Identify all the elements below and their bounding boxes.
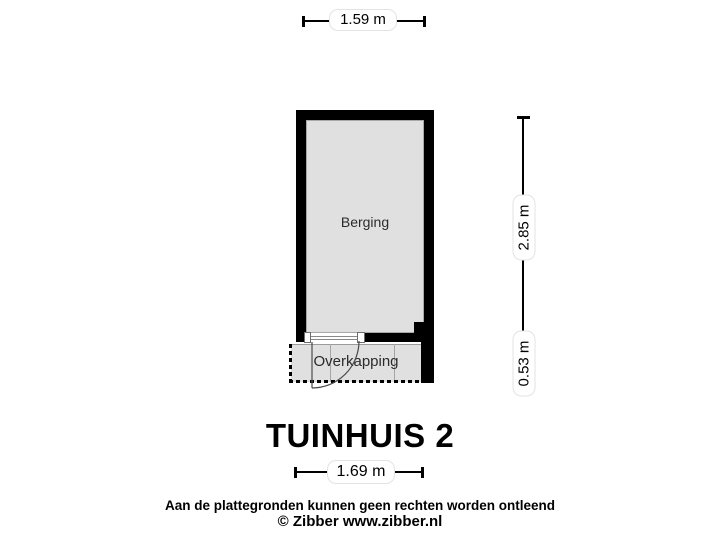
- canopy-label: Overkapping: [313, 353, 399, 370]
- door-opening: [311, 333, 357, 342]
- door-threshold-line-2: [311, 339, 357, 340]
- dimension-bottom-label: 1.69 m: [327, 460, 395, 484]
- canopy-panel-line-2: [394, 344, 395, 382]
- room-label: Berging: [340, 214, 390, 230]
- dimension-right-upper-label: 2.85 m: [512, 194, 536, 261]
- door-threshold-line-1: [311, 336, 357, 337]
- room-floor: [306, 120, 424, 333]
- door-jamb-right: [357, 332, 365, 343]
- dimension-bottom-tick-right: [421, 467, 424, 478]
- footer-credit: © Zibber www.zibber.nl: [277, 513, 443, 530]
- dimension-right-lower-label: 0.53 m: [512, 330, 536, 397]
- dimension-top-tick-right: [423, 16, 426, 27]
- canopy-dashed-border-bottom: [289, 380, 421, 383]
- dimension-top-tick-left: [302, 16, 305, 27]
- dimension-right-tick-top: [517, 116, 530, 119]
- page-title: TUINHUIS 2: [265, 417, 455, 454]
- wall-extension-right: [421, 342, 434, 383]
- door-jamb-left: [304, 332, 311, 343]
- wall-notch: [414, 322, 424, 333]
- footer-disclaimer: Aan de plattegronden kunnen geen rechten…: [164, 498, 556, 513]
- canopy-dashed-border-left: [289, 344, 292, 384]
- dimension-top-label: 1.59 m: [329, 9, 397, 31]
- dimension-bottom-tick-left: [294, 467, 297, 478]
